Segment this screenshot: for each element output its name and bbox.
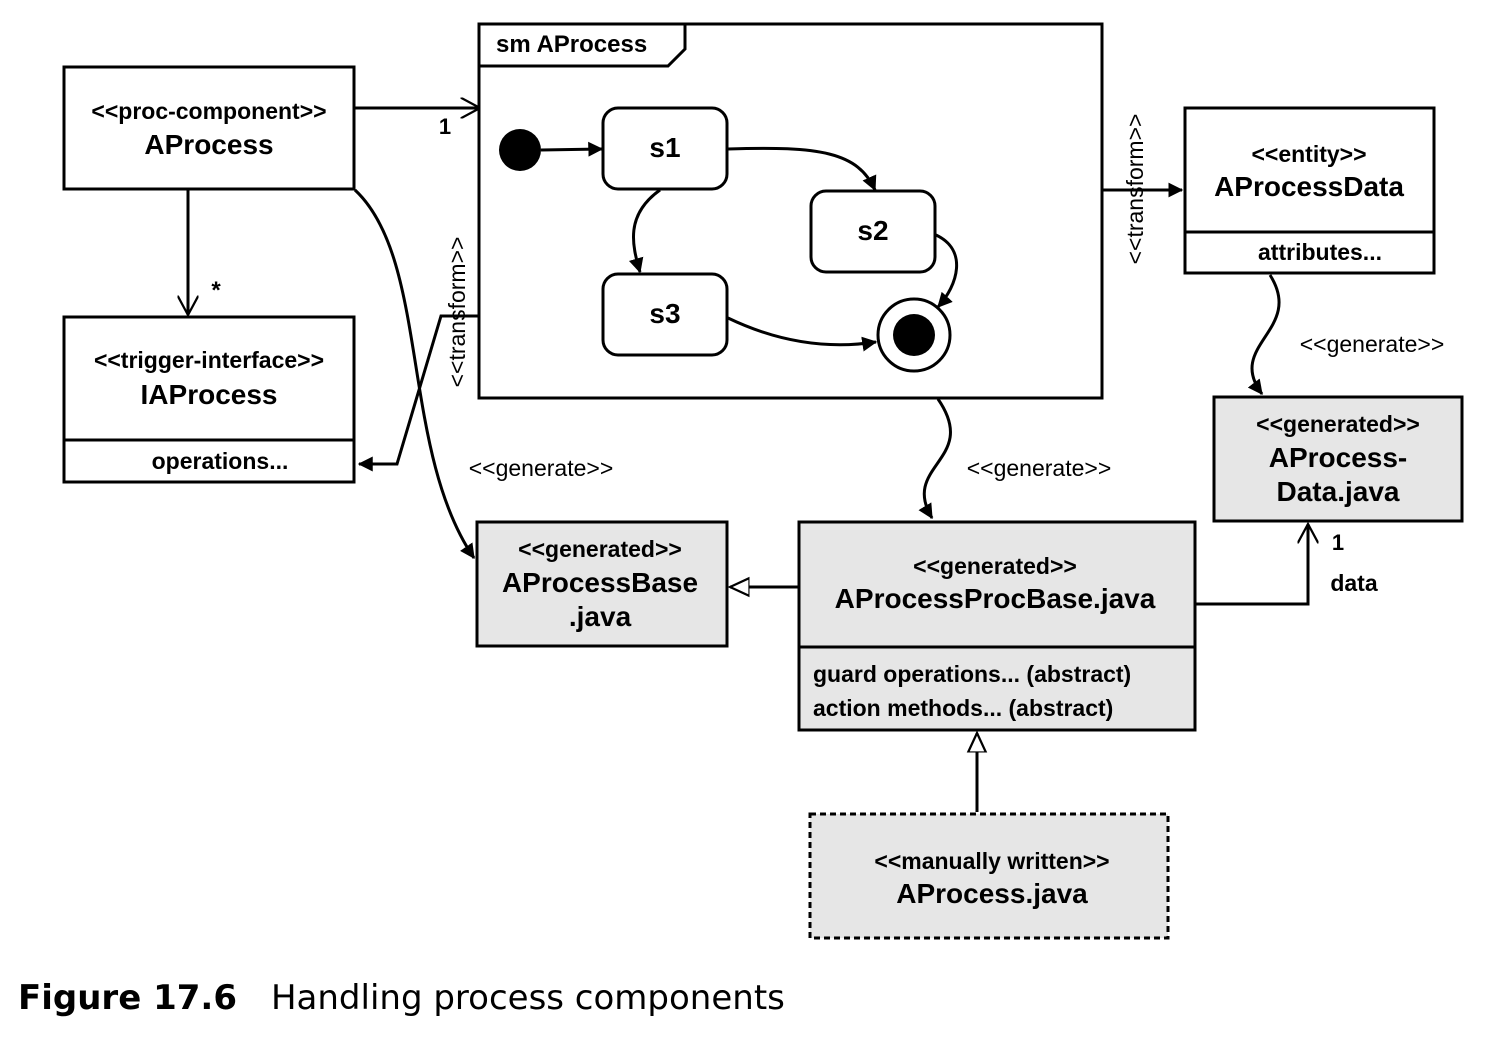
state-s3-label: s3 — [649, 298, 680, 329]
iaprocess-operations: operations... — [152, 448, 289, 474]
transform-sm-to-iaprocess — [357, 314, 478, 472]
aprocessbase-name-line2: .java — [569, 601, 632, 632]
aprocessprocbase-name: AProcessProcBase.java — [835, 583, 1156, 614]
aprocess-name: AProcess — [144, 129, 273, 160]
association-procbase-to-datajava — [1196, 524, 1308, 606]
iaprocess-stereotype: <<trigger-interface>> — [94, 347, 324, 373]
role-label-data: data — [1330, 570, 1378, 596]
generate-aprocess-to-base — [353, 188, 476, 560]
aprocessprocbase-guard-operations: guard operations... (abstract) — [813, 661, 1131, 687]
aprocessdata-attributes: attributes... — [1258, 239, 1382, 265]
initial-state — [499, 129, 541, 171]
figure-number: Figure 17.6 — [18, 978, 237, 1018]
state-s3 — [601, 272, 729, 357]
state-s1 — [601, 106, 729, 191]
iaprocess-interface-box: <<trigger-interface>> IAProcess operatio… — [62, 315, 356, 484]
state-s1-label: s1 — [649, 132, 680, 163]
aprocessprocbase-action-methods: action methods... (abstract) — [813, 695, 1113, 721]
aprocess-stereotype: <<proc-component>> — [91, 98, 326, 124]
transform-label-left: <<transform>> — [444, 237, 470, 388]
aprocess-java-stereotype: <<manually written>> — [874, 848, 1109, 874]
aprocessdata-java-stereotype: <<generated>> — [1256, 411, 1420, 437]
aprocessprocbase-java-box: <<generated>> AProcessProcBase.java guar… — [797, 520, 1197, 732]
state-machine-frame: sm AProcess s1 s2 s3 — [477, 22, 1104, 400]
transition-initial-s1 — [540, 141, 604, 157]
aprocessbase-java-box: <<generated>> AProcessBase .java — [475, 520, 729, 648]
aprocess-component-box: <<proc-component>> AProcess — [62, 65, 356, 191]
figure-caption-text: Handling process components — [270, 978, 785, 1018]
aprocessdata-name: AProcessData — [1214, 171, 1404, 202]
aprocess-java-name: AProcess.java — [896, 878, 1088, 909]
generate-label-right: <<generate>> — [1300, 331, 1445, 357]
aprocessbase-name-line1: AProcessBase — [502, 567, 698, 598]
generate-label-center: <<generate>> — [967, 455, 1112, 481]
iaprocess-name: IAProcess — [141, 379, 278, 410]
generate-label-left: <<generate>> — [469, 455, 614, 481]
aprocessdata-entity-box: <<entity>> AProcessData attributes... — [1183, 106, 1436, 275]
generate-entity-to-datajava — [1247, 274, 1281, 395]
figure-caption: Figure 17.6 Handling process components — [18, 978, 785, 1018]
transform-label-right: <<transform>> — [1122, 114, 1148, 265]
aprocessdata-java-box: <<generated>> AProcess- Data.java — [1212, 395, 1464, 523]
aprocess-java-box: <<manually written>> AProcess.java — [808, 812, 1170, 940]
multiplicity-one-sm: 1 — [439, 114, 451, 139]
state-machine-title: sm AProcess — [496, 31, 647, 58]
transition-s1-s3 — [628, 188, 661, 274]
transition-s3-final — [727, 316, 878, 352]
multiplicity-one-data: 1 — [1332, 530, 1344, 555]
multiplicity-many-trigger: * — [211, 277, 221, 304]
final-state-inner — [893, 314, 935, 356]
transition-s2-final — [935, 233, 959, 309]
aprocessdata-stereotype: <<entity>> — [1251, 141, 1366, 167]
aprocessdata-java-name-line1: AProcess- — [1269, 442, 1408, 473]
aprocessbase-stereotype: <<generated>> — [518, 536, 682, 562]
state-s2-label: s2 — [857, 215, 888, 246]
generate-sm-to-procbase — [918, 398, 952, 520]
aprocessdata-java-name-line2: Data.java — [1277, 476, 1400, 507]
transition-s1-s2 — [727, 146, 877, 192]
aprocessprocbase-stereotype: <<generated>> — [913, 553, 1077, 579]
